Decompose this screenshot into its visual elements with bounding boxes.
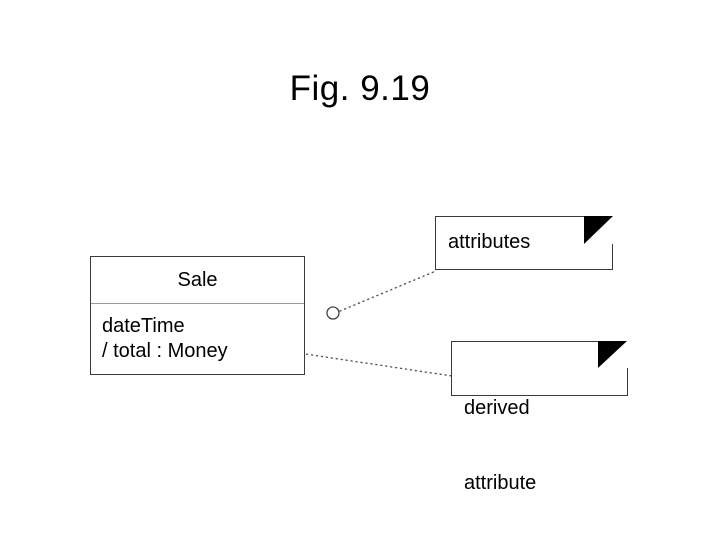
note-border-top [451,341,599,342]
class-name-label: Sale [177,269,218,291]
note-border-right [627,368,628,396]
class-attribute-total-money: / total : Money [102,340,228,362]
note-border-top [435,216,585,217]
uml-class-box-sale[interactable]: Sale dateTime / total : Money [90,256,305,375]
note-text-attributes: attributes [448,231,531,253]
note-border-bottom [435,269,613,270]
class-attribute-datetime: dateTime [102,315,185,337]
note-border-left [435,216,436,270]
note-body [435,216,613,270]
note-folded-corner-icon [584,216,613,244]
note-body [451,341,628,396]
note-text-derived-attribute: derived attribute [464,346,536,540]
note-border-right [612,244,613,270]
uml-note-derived-attribute[interactable]: derived attribute [451,341,628,494]
note-border-bottom [451,395,628,396]
class-name-compartment: Sale [91,257,304,304]
note-text-line-1: derived [464,397,530,419]
anchor-circle-attributes [326,306,340,320]
note-text-line-2: attribute [464,472,537,494]
note-border-left [451,341,452,396]
class-attributes-compartment: dateTime / total : Money [91,305,304,374]
connector-line-attributes [339,270,437,312]
figure-title: Fig. 9.19 [289,69,431,108]
note-folded-corner-icon [598,341,627,368]
uml-note-attributes[interactable]: attributes [435,216,613,270]
